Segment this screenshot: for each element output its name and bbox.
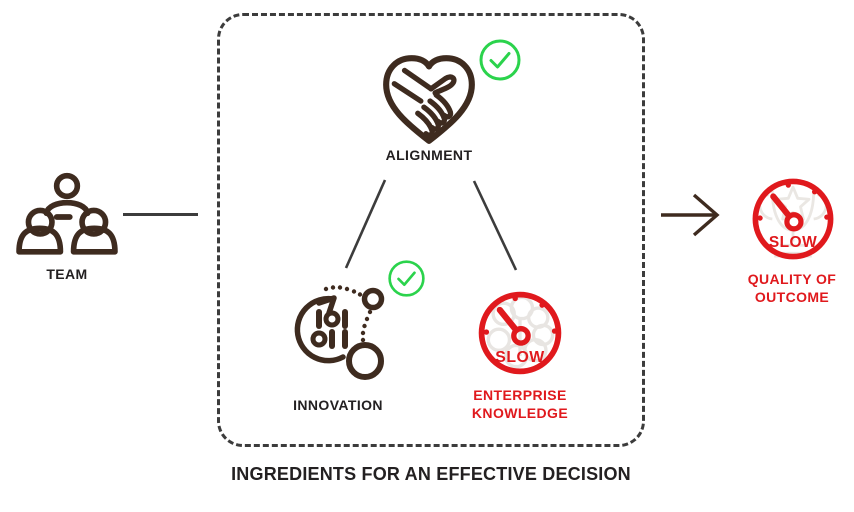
innovation-cycle-icon [294, 285, 385, 380]
handshake-heart-icon [383, 55, 475, 144]
gauge-slow-text: SLOW [495, 349, 544, 366]
slow-gauge-brain-icon: SLOW [478, 291, 562, 375]
connector-alignment-to-knowledge [472, 180, 518, 271]
check-circle-icon [388, 260, 425, 297]
box-caption: INGREDIENTS FOR AN EFFECTIVE DECISION [231, 464, 631, 484]
enterprise-knowledge-label: ENTERPRISE KNOWLEDGE [445, 386, 595, 422]
quality-of-outcome-label-line2: OUTCOME [754, 289, 830, 305]
right-arrow-icon [661, 193, 720, 237]
slow-gauge-trophy-icon: SLOW [752, 178, 834, 260]
connector-alignment-to-innovation [344, 179, 387, 269]
team-icon [16, 172, 118, 255]
quality-of-outcome-label: QUALITY OF OUTCOME [717, 270, 854, 306]
team-label: TEAM [46, 266, 88, 282]
innovation-label: INNOVATION [293, 397, 383, 413]
connector-team-to-box [123, 213, 198, 216]
quality-of-outcome-label-line1: QUALITY OF [747, 271, 837, 287]
alignment-label: ALIGNMENT [385, 147, 473, 163]
ingredients-box [217, 13, 645, 447]
enterprise-knowledge-label-line1: ENTERPRISE [473, 387, 567, 403]
enterprise-knowledge-label-line2: KNOWLEDGE [471, 405, 569, 421]
gauge-slow-text: SLOW [769, 234, 817, 251]
check-circle-icon [479, 39, 521, 81]
